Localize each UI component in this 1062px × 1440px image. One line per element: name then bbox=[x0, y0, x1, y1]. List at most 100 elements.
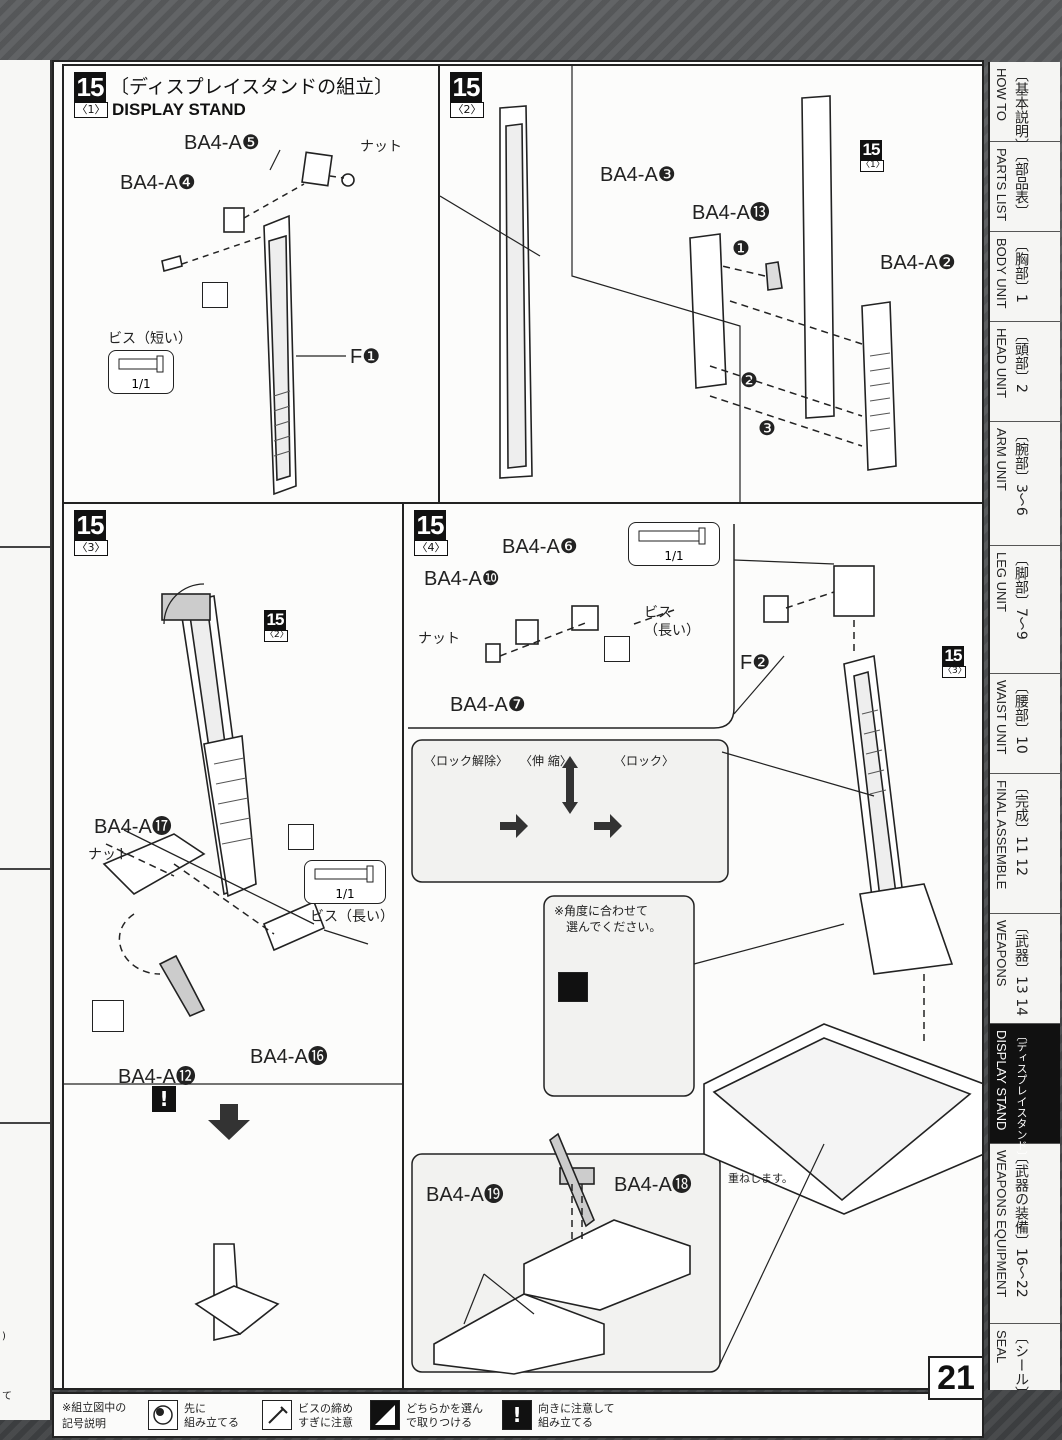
screw-icon bbox=[314, 865, 374, 883]
edge-text: て bbox=[2, 1391, 12, 1402]
step-badge: 15 bbox=[74, 72, 106, 102]
order-1-marker: ❶ bbox=[732, 238, 750, 260]
panel-step-15-4: 15 〈4〉 bbox=[402, 502, 984, 1390]
screw-ratio: 1/1 bbox=[664, 549, 684, 563]
tab-label-en: WEAPONS EQUIPMENT bbox=[994, 1150, 1009, 1298]
legend-text: 向きに注意して 組み立てる bbox=[538, 1402, 615, 1429]
orientation-caution-icon: ! bbox=[152, 1086, 176, 1112]
sub-step-badge: 〈2〉 bbox=[450, 102, 484, 118]
section-index-tabs: 〔基本説明〕HOW TO 〔部品表〕PARTS LIST 〔胸部〕1 BODY U… bbox=[988, 62, 1060, 1400]
screw-caution-icon bbox=[202, 282, 228, 308]
angle-note-line-2: 選んでください。 bbox=[566, 920, 662, 934]
tab-waist-unit[interactable]: 〔腰部〕10 WAIST UNIT bbox=[990, 674, 1060, 774]
tab-label-jp: 〔腰部〕10 bbox=[1013, 680, 1029, 754]
screw-count-box: 1/1 bbox=[628, 522, 720, 566]
panel-step-15-1: 15 〈1〉 〔ディスプレイスタンドの組立〕 DISPLAY STAND bbox=[62, 64, 440, 504]
tab-label-jp: 〔胸部〕1 bbox=[1013, 238, 1029, 303]
step-badge: 15 bbox=[414, 510, 446, 540]
part-drawing-stand-column bbox=[440, 66, 897, 502]
ref-step-badge: 15 bbox=[264, 610, 286, 630]
screw-count-box: 1/1 bbox=[304, 860, 386, 904]
lock-release-label: 〈ロック解除〉 bbox=[424, 754, 509, 768]
ref-sub-badge: 〈1〉 bbox=[860, 160, 885, 172]
part-label-a12: BA4-A⓬ bbox=[118, 1066, 196, 1088]
orientation-caution-icon: ! bbox=[502, 1400, 532, 1430]
part-label-a2: BA4-A❷ bbox=[880, 252, 956, 274]
ref-sub-badge: 〈2〉 bbox=[264, 630, 289, 642]
tab-how-to[interactable]: 〔基本説明〕HOW TO bbox=[990, 62, 1060, 152]
screw-caution-icon bbox=[604, 636, 630, 662]
part-label-a4: BA4-A❹ bbox=[120, 172, 196, 194]
stack-note: 重ねします。 bbox=[728, 1172, 793, 1185]
tab-label-en: SEAL bbox=[994, 1330, 1009, 1364]
legend-text: 先に 組み立てる bbox=[184, 1402, 239, 1429]
ref-step-badge: 15 bbox=[942, 646, 964, 666]
step-badge: 15 bbox=[450, 72, 482, 102]
screw-long-label: ビス（長い） bbox=[310, 909, 394, 925]
order-3-marker: ❸ bbox=[758, 418, 776, 440]
screw-count-box: 1/1 bbox=[108, 350, 174, 394]
symbol-legend: ※組立図中の 記号説明 先に 組み立てる ビスの締め すぎに注意 どちらかを選ん… bbox=[52, 1392, 984, 1438]
screw-short-label: ビス（短い） bbox=[108, 331, 192, 347]
extend-label: 〈伸 縮〉 bbox=[520, 754, 572, 768]
part-label-a6: BA4-A❻ bbox=[502, 536, 578, 558]
first-assemble-icon bbox=[148, 1400, 178, 1430]
screw-long-label: ビス （長い） bbox=[644, 605, 700, 639]
tab-label-en: FINAL ASSEMBLE bbox=[994, 780, 1009, 890]
ref-step-badge: 15 bbox=[860, 140, 882, 160]
tab-head-unit[interactable]: 〔頭部〕2 HEAD UNIT bbox=[990, 322, 1060, 422]
legend-text: どちらかを選ん で取りつける bbox=[406, 1402, 483, 1429]
tab-label-en: BODY UNIT bbox=[994, 238, 1009, 309]
part-label-a13: BA4-A⓭ bbox=[692, 202, 770, 224]
nut-label: ナット bbox=[418, 631, 460, 647]
panel-step-15-2: 15 〈2〉 bbox=[438, 64, 984, 504]
tab-seal[interactable]: 〔シール〕SEAL bbox=[990, 1324, 1060, 1400]
tab-label-en: LEG UNIT bbox=[994, 552, 1009, 612]
sub-step-badge: 〈3〉 bbox=[74, 540, 108, 556]
lock-label: 〈ロック〉 bbox=[614, 754, 675, 768]
tab-label-jp: 〔脚部〕7〜9 bbox=[1013, 552, 1029, 640]
screw-caution-icon bbox=[262, 1400, 292, 1430]
tab-label-jp: 〔ディスプレイスタンド〕15 bbox=[1015, 1030, 1028, 1176]
edge-text: ) bbox=[2, 1331, 6, 1342]
part-drawing-stand-base-arm bbox=[64, 583, 402, 1342]
tab-body-unit[interactable]: 〔胸部〕1 BODY UNIT bbox=[990, 232, 1060, 322]
divider bbox=[0, 546, 50, 548]
divider bbox=[0, 868, 50, 870]
sub-step-badge: 〈4〉 bbox=[414, 540, 448, 556]
first-assemble-icon bbox=[92, 1000, 124, 1032]
choose-one-icon bbox=[558, 972, 588, 1002]
part-drawing-stand-assembly bbox=[408, 524, 982, 1375]
sub-step-badge: 〈1〉 bbox=[74, 102, 108, 118]
ref-sub-badge: 〈3〉 bbox=[942, 666, 967, 678]
tab-leg-unit[interactable]: 〔脚部〕7〜9 LEG UNIT bbox=[990, 546, 1060, 674]
part-label-a18: BA4-A⓲ bbox=[614, 1174, 692, 1196]
step-badge: 15 bbox=[74, 510, 106, 540]
section-title-en: DISPLAY STAND bbox=[112, 100, 246, 119]
page-number: 21 bbox=[928, 1356, 984, 1400]
tab-parts-list[interactable]: 〔部品表〕PARTS LIST bbox=[990, 142, 1060, 232]
part-label-a5: BA4-A❺ bbox=[184, 132, 260, 154]
tab-label-en: WEAPONS bbox=[994, 920, 1009, 987]
nut-label: ナット bbox=[88, 847, 130, 863]
part-drawing-stand-arm bbox=[161, 149, 355, 496]
tab-label-en: HOW TO bbox=[994, 68, 1009, 121]
nut-label: ナット bbox=[360, 139, 402, 155]
tab-label-jp: 〔武器〕13 14 bbox=[1013, 920, 1029, 1017]
divider bbox=[0, 1122, 50, 1124]
screw-icon bbox=[638, 527, 706, 545]
tab-label-jp: 〔頭部〕2 bbox=[1013, 328, 1029, 393]
tab-weapons[interactable]: 〔武器〕13 14 WEAPONS bbox=[990, 914, 1060, 1024]
part-label-f2: F❷ bbox=[740, 652, 771, 674]
tab-label-en: WAIST UNIT bbox=[994, 680, 1009, 755]
tab-label-en: PARTS LIST bbox=[994, 148, 1009, 222]
part-label-f1: F❶ bbox=[350, 346, 381, 368]
tab-label-en: HEAD UNIT bbox=[994, 328, 1009, 399]
instruction-page: 15 〈1〉 〔ディスプレイスタンドの組立〕 DISPLAY STAND bbox=[52, 60, 984, 1390]
part-label-a19: BA4-A⓳ bbox=[426, 1184, 504, 1206]
legend-title: ※組立図中の 記号説明 bbox=[62, 1401, 127, 1430]
